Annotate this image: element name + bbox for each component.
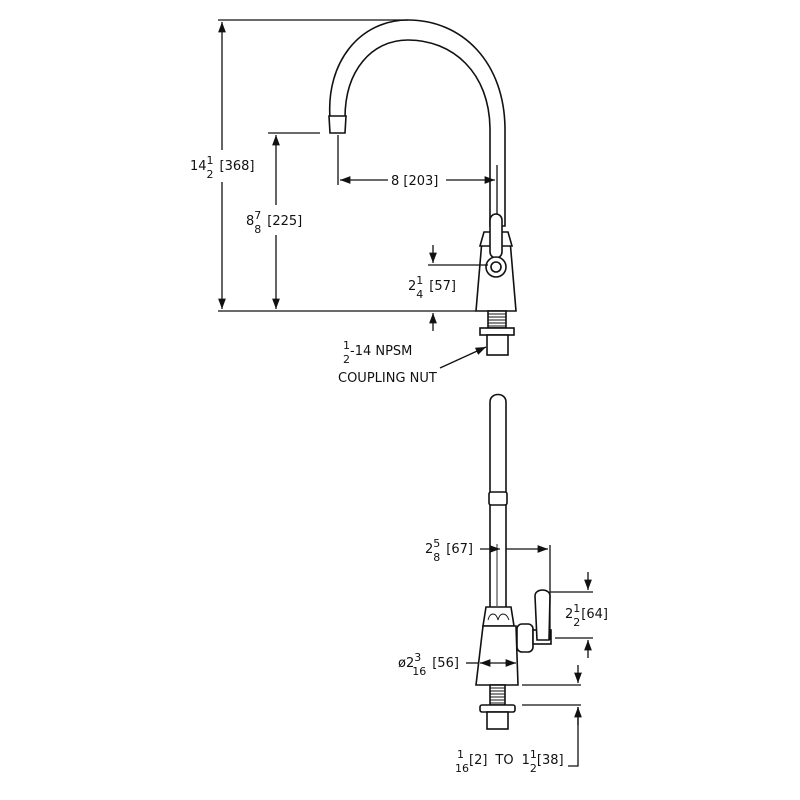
coupling-nut xyxy=(486,334,509,356)
handle-lever-side xyxy=(534,589,551,641)
handle-knob xyxy=(516,623,534,653)
faucet-body-side xyxy=(475,625,519,686)
gooseneck-spout xyxy=(328,19,506,227)
handle-lever xyxy=(489,213,503,259)
flange-side xyxy=(479,704,516,713)
coupling-nut-side xyxy=(486,711,509,730)
body-collar-side xyxy=(482,606,515,627)
spout-tip-side xyxy=(488,491,508,506)
coupling-nut-label: COUPLING NUT xyxy=(338,371,437,386)
spout-tip xyxy=(328,115,347,134)
spout-reach-label: 8 [203] xyxy=(391,174,438,189)
flange xyxy=(479,327,515,336)
